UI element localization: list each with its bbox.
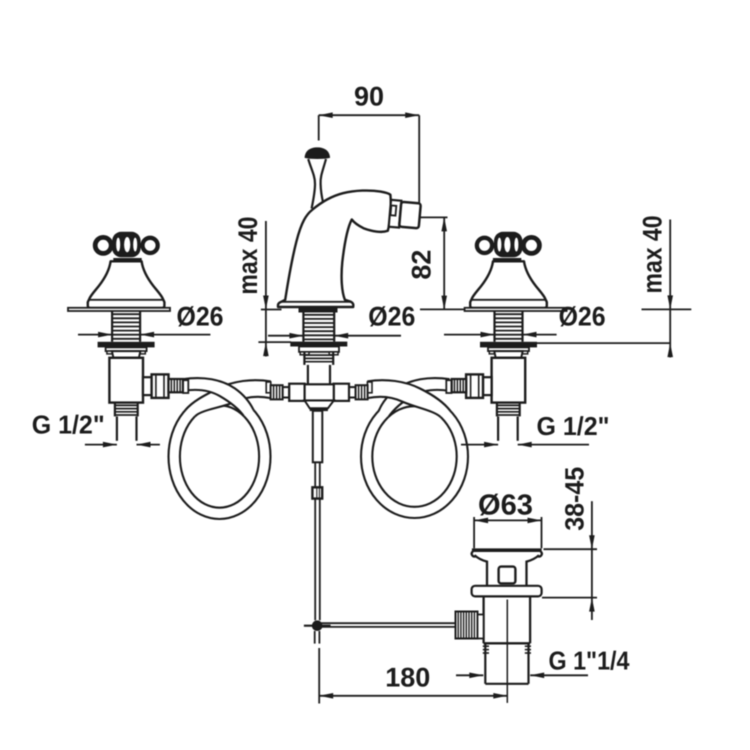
- svg-text:Ø26: Ø26: [177, 302, 224, 332]
- svg-text:G 1"1/4: G 1"1/4: [549, 646, 630, 676]
- svg-text:Ø26: Ø26: [559, 302, 606, 332]
- svg-text:Ø63: Ø63: [478, 490, 533, 522]
- svg-text:38-45: 38-45: [560, 467, 590, 531]
- svg-text:G 1/2": G 1/2": [32, 410, 105, 440]
- svg-text:max 40: max 40: [638, 216, 668, 294]
- svg-text:max 40: max 40: [233, 217, 263, 295]
- svg-text:180: 180: [385, 663, 430, 693]
- svg-text:82: 82: [407, 250, 437, 280]
- svg-text:G 1/2": G 1/2": [537, 411, 610, 441]
- svg-text:90: 90: [354, 82, 384, 112]
- svg-text:Ø26: Ø26: [368, 302, 415, 332]
